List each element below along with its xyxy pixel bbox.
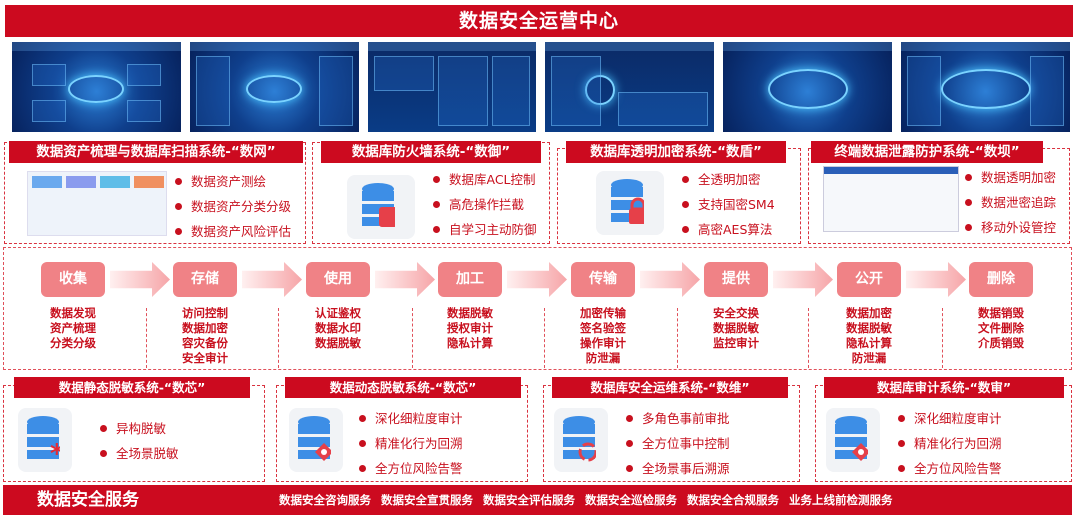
dashboard-thumbnail: [12, 42, 181, 132]
system-card-shudun: 数据库透明加密系统-“数盾” 全透明加密 支持国密SM4 高密AES算法: [557, 141, 801, 244]
feature-list: 数据库ACL控制 高危操作拦截 自学习主动防御: [431, 167, 537, 242]
feature-item: 数据资产分类分级: [173, 194, 291, 219]
feature-item: 多角色事前审批: [624, 406, 730, 431]
stage-measures: 认证鉴权数据水印数据脱敏: [315, 306, 361, 350]
feature-item: 数据库ACL控制: [431, 167, 537, 192]
feature-item: 精准化行为回溯: [357, 431, 463, 456]
system-title: 数据动态脱敏系统-“数芯”: [285, 377, 521, 398]
feature-item: 高危操作拦截: [431, 192, 537, 217]
feature-item: 全方位风险告警: [357, 456, 463, 481]
feature-list: 数据资产测绘 数据资产分类分级 数据资产风险评估: [173, 169, 291, 244]
feature-item: 自学习主动防御: [431, 217, 537, 242]
stage-delete: 删除: [969, 262, 1033, 297]
database-mask-icon: *: [18, 408, 72, 472]
system-title: 数据静态脱敏系统-“数芯”: [14, 377, 250, 398]
feature-item: 数据资产测绘: [173, 169, 291, 194]
services-bar: 数据安全服务 数据安全咨询服务 数据安全宣贯服务 数据安全评估服务 数据安全巡检…: [3, 485, 1072, 515]
feature-item: 全方位事中控制: [624, 431, 730, 456]
system-title: 数据库透明加密系统-“数盾”: [566, 141, 786, 163]
system-title: 数据库审计系统-“数审”: [824, 377, 1064, 398]
system-card-shuwang: 数据资产梳理与数据库扫描系统-“数网” 数据资产测绘 数据资产分类分级 数据资产…: [4, 141, 306, 244]
service-item: 数据安全宣贯服务: [381, 493, 473, 507]
feature-item: 数据透明加密: [963, 165, 1056, 190]
stage-use: 使用: [306, 262, 370, 297]
stage-process: 加工: [438, 262, 502, 297]
system-card-shuba: 终端数据泄露防护系统-“数坝” 数据透明加密 数据泄密追踪 移动外设管控: [808, 141, 1070, 244]
dashboard-thumbnail: [189, 42, 359, 132]
feature-list: 深化细粒度审计 精准化行为回溯 全方位风险告警: [357, 406, 463, 481]
product-screenshot: [27, 171, 167, 236]
database-eye-icon: [289, 408, 343, 472]
feature-item: 深化细粒度审计: [896, 406, 1002, 431]
services-list: 数据安全咨询服务 数据安全宣贯服务 数据安全评估服务 数据安全巡检服务 数据安全…: [279, 485, 893, 515]
system-title: 数据库安全运维系统-“数维”: [552, 377, 788, 398]
stage-store: 存储: [173, 262, 237, 297]
system-card-shuyu: 数据库防火墙系统-“数御” 数据库ACL控制 高危操作拦截 自学习主动防御: [312, 141, 550, 244]
arrow-icon: [375, 262, 435, 297]
dashboard-screenshots: [12, 42, 1070, 132]
feature-item: 全场景脱敏: [98, 441, 179, 466]
system-title: 数据库防火墙系统-“数御”: [321, 141, 541, 163]
dashboard-thumbnail: [723, 42, 893, 132]
arrow-icon: [773, 262, 833, 297]
system-card-dynamic-masking: 数据动态脱敏系统-“数芯” 深化细粒度审计 精准化行为回溯 全方位风险告警: [276, 377, 528, 482]
feature-item: 异构脱敏: [98, 416, 179, 441]
service-item: 数据安全评估服务: [483, 493, 575, 507]
feature-list: 多角色事前审批 全方位事中控制 全场景事后溯源: [624, 406, 730, 481]
stage-measures: 数据加密数据脱敏隐私计算防泄漏: [846, 306, 892, 365]
system-title: 终端数据泄露防护系统-“数坝”: [811, 141, 1043, 163]
service-item: 数据安全合规服务: [687, 493, 779, 507]
page-title: 数据安全运营中心: [5, 5, 1073, 37]
database-cycle-icon: [554, 408, 608, 472]
feature-item: 数据资产风险评估: [173, 219, 291, 244]
feature-item: 全透明加密: [680, 167, 775, 192]
services-title: 数据安全服务: [37, 490, 139, 510]
feature-item: 移动外设管控: [963, 215, 1056, 240]
stage-transmit: 传输: [571, 262, 635, 297]
feature-list: 全透明加密 支持国密SM4 高密AES算法: [680, 167, 775, 242]
feature-item: 支持国密SM4: [680, 192, 775, 217]
service-item: 数据安全巡检服务: [585, 493, 677, 507]
system-card-static-masking: 数据静态脱敏系统-“数芯” * 异构脱敏 全场景脱敏: [3, 377, 265, 482]
data-lifecycle: 收集 存储 使用 加工 传输 提供 公开 删除 数据发现资产梳理分类分级 访问控…: [3, 247, 1072, 370]
feature-list: 数据透明加密 数据泄密追踪 移动外设管控: [963, 165, 1056, 240]
feature-list: 异构脱敏 全场景脱敏: [98, 416, 179, 466]
arrow-icon: [507, 262, 567, 297]
stage-measures: 数据销毁文件删除介质销毁: [978, 306, 1024, 350]
feature-item: 深化细粒度审计: [357, 406, 463, 431]
dashboard-thumbnail: [545, 42, 715, 132]
system-title: 数据资产梳理与数据库扫描系统-“数网”: [9, 141, 303, 163]
svg-text:*: *: [50, 439, 60, 462]
stage-collect: 收集: [41, 262, 105, 297]
database-eye-icon: [826, 408, 880, 472]
feature-item: 高密AES算法: [680, 217, 775, 242]
feature-item: 全方位风险告警: [896, 456, 1002, 481]
arrow-icon: [906, 262, 966, 297]
stage-measures: 访问控制数据加密容灾备份安全审计: [182, 306, 228, 365]
feature-list: 深化细粒度审计 精准化行为回溯 全方位风险告警: [896, 406, 1002, 481]
feature-item: 精准化行为回溯: [896, 431, 1002, 456]
arrow-icon: [640, 262, 700, 297]
stage-measures: 加密传输签名验签操作审计防泄漏: [580, 306, 626, 365]
service-item: 业务上线前检测服务: [789, 493, 893, 507]
stage-measures: 数据脱敏授权审计隐私计算: [447, 306, 493, 350]
database-lock-icon: [596, 171, 664, 235]
dashboard-thumbnail: [367, 42, 537, 132]
system-card-ops: 数据库安全运维系统-“数维” 多角色事前审批 全方位事中控制 全场景事后溯源: [543, 377, 800, 482]
feature-item: 全场景事后溯源: [624, 456, 730, 481]
arrow-icon: [242, 262, 302, 297]
stage-measures: 安全交换数据脱敏监控审计: [713, 306, 759, 350]
feature-item: 数据泄密追踪: [963, 190, 1056, 215]
stage-measures: 数据发现资产梳理分类分级: [50, 306, 96, 350]
system-card-audit: 数据库审计系统-“数审” 深化细粒度审计 精准化行为回溯 全方位风险告警: [815, 377, 1072, 482]
stage-publish: 公开: [837, 262, 901, 297]
stage-provide: 提供: [704, 262, 768, 297]
arrow-icon: [110, 262, 170, 297]
dashboard-thumbnail: [901, 42, 1070, 132]
service-item: 数据安全咨询服务: [279, 493, 371, 507]
product-screenshot: [823, 166, 959, 232]
database-firewall-icon: [347, 175, 415, 239]
